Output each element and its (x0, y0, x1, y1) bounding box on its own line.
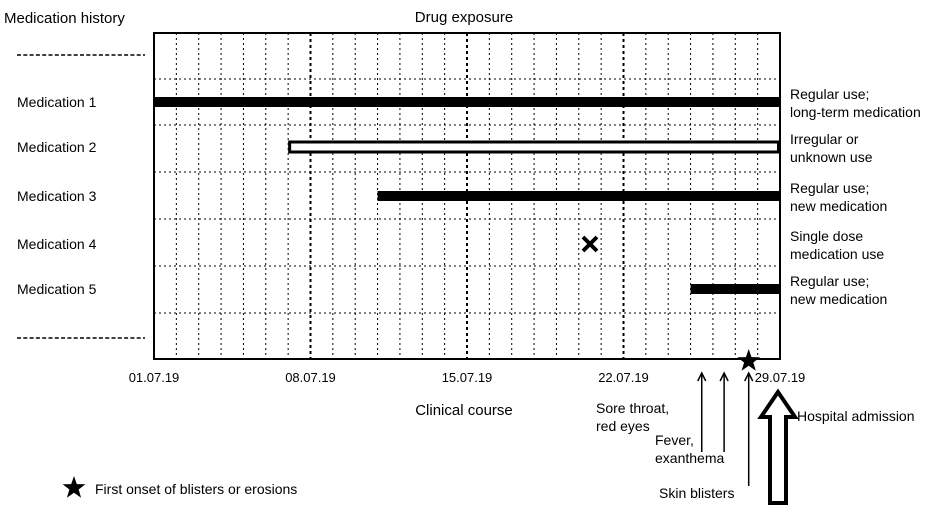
medication-row: Medication 2 Irregular or unknown use (17, 131, 873, 165)
medication-row: Medication 4 Single dose medication use (17, 228, 884, 262)
event-arrow-icon (719, 371, 729, 452)
clinical-course-caption: Clinical course (415, 402, 513, 419)
legend-star-shape (62, 476, 86, 498)
event-label: Skin blisters (659, 485, 734, 501)
onset-star-icon (737, 349, 761, 371)
medication-note: Regular use; long-term medication (790, 86, 921, 120)
event-label: Fever, exanthema (655, 432, 724, 466)
clinical-event: Skin blisters (659, 371, 754, 501)
medication-note-line: new medication (790, 291, 887, 307)
medication-row: Medication 5 Regular use; new medication (17, 273, 887, 307)
medication-note: Regular use; new medication (790, 180, 887, 214)
medication-note-line: Regular use; (790, 180, 869, 196)
medication-label: Medication 5 (17, 281, 97, 297)
regular-use-bar (377, 191, 780, 201)
clinical-event: Fever, exanthema (655, 371, 729, 466)
medication-row: Medication 3 Regular use; new medication (17, 180, 887, 214)
medication-label: Medication 3 (17, 188, 97, 204)
medication-rows: Medication 1 Regular use; long-term medica… (17, 86, 921, 307)
axis-tick-label: 29.07.19 (755, 370, 806, 385)
clinical-event: Sore throat, red eyes (596, 371, 707, 452)
event-label-line: Sore throat, (596, 400, 669, 416)
event-arrow-head (719, 371, 729, 382)
axis-tick-label: 15.07.19 (442, 370, 493, 385)
medication-note-line: Regular use; (790, 273, 869, 289)
axis-tick-label: 08.07.19 (285, 370, 336, 385)
onset-star-icon (62, 476, 86, 498)
hospital-admission-label: Hospital admission (797, 408, 915, 424)
event-label-line: Skin blisters (659, 485, 734, 501)
regular-use-bar (690, 284, 780, 294)
medication-history-heading: Medication history (4, 10, 125, 27)
medication-label: Medication 1 (17, 94, 97, 110)
date-axis: 01.07.19 08.07.19 15.07.19 22.07.19 29.07.19 (129, 370, 806, 385)
medication-note-line: new medication (790, 198, 887, 214)
event-label: Sore throat, red eyes (596, 400, 669, 434)
regular-use-bar (154, 97, 780, 107)
medication-note: Irregular or unknown use (790, 131, 873, 165)
event-arrow-head (697, 371, 707, 382)
cross-stroke (581, 235, 599, 253)
event-arrow-icon (697, 371, 707, 452)
medication-label: Medication 4 (17, 236, 97, 252)
medication-note-line: unknown use (790, 149, 873, 165)
event-arrow-icon (744, 371, 754, 486)
drug-exposure-heading: Drug exposure (415, 9, 513, 26)
medication-row: Medication 1 Regular use; long-term medica… (17, 86, 921, 120)
medication-note-line: Irregular or (790, 131, 859, 147)
event-label-line: exanthema (655, 450, 724, 466)
axis-tick-label: 22.07.19 (598, 370, 649, 385)
medication-label: Medication 2 (17, 139, 97, 155)
single-dose-cross-icon (581, 235, 599, 253)
hospital-admission-arrow-icon (757, 388, 799, 505)
event-label-line: Fever, (655, 432, 694, 448)
medication-note: Single dose medication use (790, 228, 884, 262)
medication-note-line: medication use (790, 246, 884, 262)
legend-star-label: First onset of blisters or erosions (95, 481, 297, 497)
medication-note: Regular use; new medication (790, 273, 887, 307)
medication-note-line: Regular use; (790, 86, 869, 102)
irregular-use-bar (288, 140, 780, 154)
medication-note-line: long-term medication (790, 104, 921, 120)
legend: First onset of blisters or erosions (62, 476, 297, 498)
event-label-line: red eyes (596, 418, 650, 434)
event-arrow-head (744, 371, 754, 382)
medication-note-line: Single dose (790, 228, 863, 244)
chart-grid (154, 33, 780, 359)
axis-tick-label: 01.07.19 (129, 370, 180, 385)
